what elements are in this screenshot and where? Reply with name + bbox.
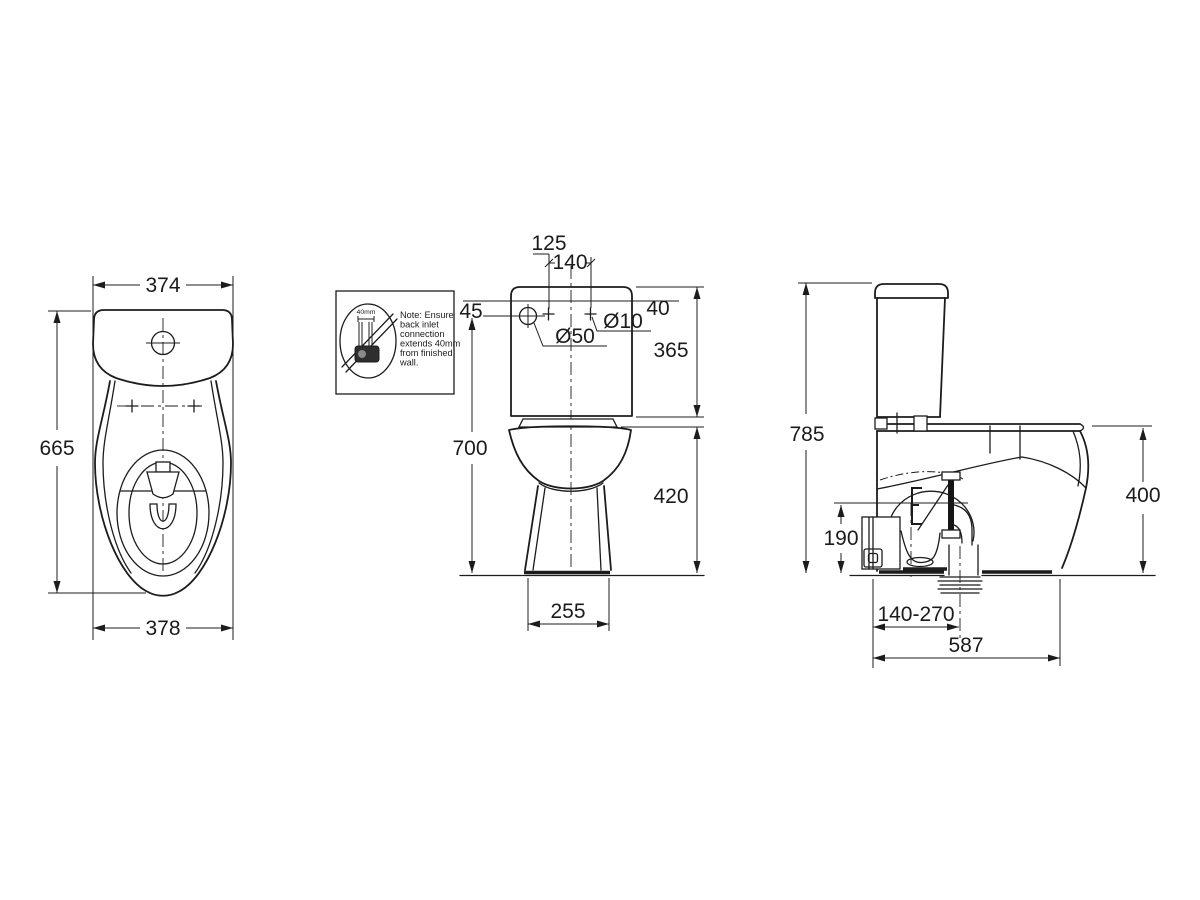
- dim-side-outlet-setout: 140-270: [877, 603, 954, 626]
- dim-back-base-width: 255: [550, 600, 585, 623]
- dim-back-pan-section-height: 420: [653, 485, 688, 508]
- dim-side-overall-depth: 587: [948, 634, 983, 657]
- note-line-1: Note: Ensure: [400, 310, 454, 320]
- note-line-5: from finished: [400, 348, 453, 358]
- dim-back-hole-dia: Ø10: [603, 310, 643, 333]
- front-view: 374 665 378: [39, 274, 234, 640]
- dim-back-inlet-dia: Ø50: [555, 325, 595, 348]
- dim-side-outlet-height: 190: [823, 527, 858, 550]
- note-line-2: back inlet: [400, 320, 439, 330]
- dim-back-inlet-height: 700: [452, 437, 487, 460]
- side-view: 785 400 190 140-270 587: [789, 282, 1161, 668]
- back-view: 125 140 45 40 Ø50 Ø10 365 700 420 255: [452, 232, 705, 631]
- note-line-4: extends 40mm: [400, 339, 461, 349]
- dim-side-overall-height: 785: [789, 423, 824, 446]
- dim-front-bottom-width: 378: [145, 617, 180, 640]
- dim-back-hole-spacing: 140: [552, 251, 587, 274]
- dim-back-hole-offset: 125: [531, 232, 566, 255]
- note-detail-dim: 40mm: [357, 309, 376, 316]
- dim-front-overall-height: 665: [39, 437, 74, 460]
- note-line-3: connection: [400, 329, 444, 339]
- note-box: 40mm Note: Ensure back inlet connection …: [335, 290, 461, 395]
- dim-back-hole-drop: 40: [646, 297, 669, 320]
- dim-front-top-width: 374: [145, 274, 180, 297]
- dim-back-cistern-height: 365: [653, 339, 688, 362]
- note-line-6: wall.: [399, 358, 418, 368]
- dim-back-inlet-drop: 45: [459, 300, 482, 323]
- dim-side-pan-height: 400: [1125, 484, 1160, 507]
